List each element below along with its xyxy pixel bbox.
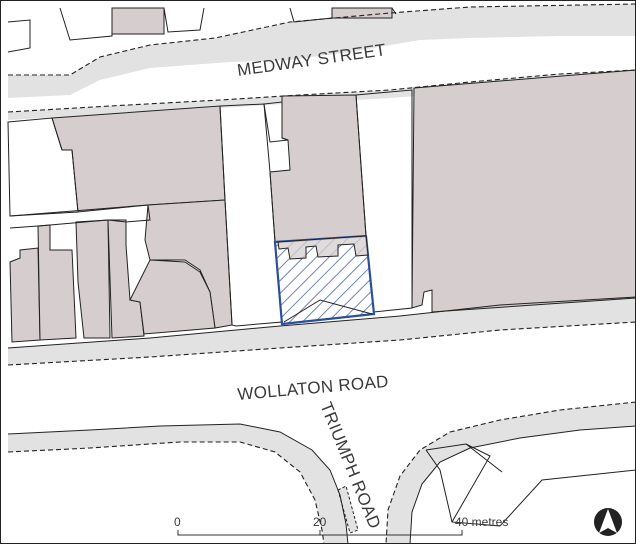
building: [129, 259, 216, 335]
plot-outline: [163, 7, 205, 33]
medway-north-verge: [8, 4, 636, 98]
plot-outline: [465, 443, 503, 473]
building: [107, 219, 145, 339]
plot-outline: [9, 204, 151, 229]
building: [37, 224, 77, 341]
site-inner-gable: [283, 299, 373, 323]
kerb-line: [8, 3, 636, 76]
road-edge: [7, 423, 349, 544]
application-site: [273, 234, 376, 326]
plot-outline: [425, 449, 453, 523]
kerb-line: [7, 321, 636, 366]
building: [331, 7, 393, 19]
plot-outline: [289, 7, 333, 23]
road-edge: [409, 425, 636, 544]
building: [111, 7, 165, 35]
wollaton-south-verge: [8, 424, 348, 544]
plot-outline: [263, 101, 289, 143]
site-building-strip: [277, 235, 369, 260]
kerb-line: [7, 441, 325, 544]
building: [411, 69, 636, 313]
plot-outline: [425, 443, 636, 544]
scale-tick-0: 0: [174, 515, 181, 529]
wollaton-north-verge: [8, 297, 636, 365]
scale-bar: 0 20 40 metres: [174, 515, 508, 536]
plot-outline: [59, 7, 113, 41]
north-arrow-icon: [594, 508, 622, 536]
scale-bar-line: [177, 530, 463, 536]
kerb-lines: [7, 3, 636, 544]
kerb-line: [7, 69, 636, 113]
plot-outline: [355, 89, 413, 313]
triumph-island: [337, 485, 359, 534]
building: [51, 105, 226, 213]
building: [269, 94, 367, 243]
road-edges: [7, 296, 636, 544]
building: [9, 247, 41, 343]
wollaton-road-label: WOLLATON ROAD: [237, 372, 390, 404]
buildings: [9, 7, 636, 343]
plot-outline: [7, 19, 31, 53]
scale-tick-20: 20: [313, 515, 327, 529]
building: [75, 219, 111, 339]
scale-tick-40: 40 metres: [455, 515, 508, 529]
wollaton-east-verge: [386, 402, 636, 544]
plot-outlines: [7, 7, 636, 544]
road-edge: [7, 296, 636, 349]
